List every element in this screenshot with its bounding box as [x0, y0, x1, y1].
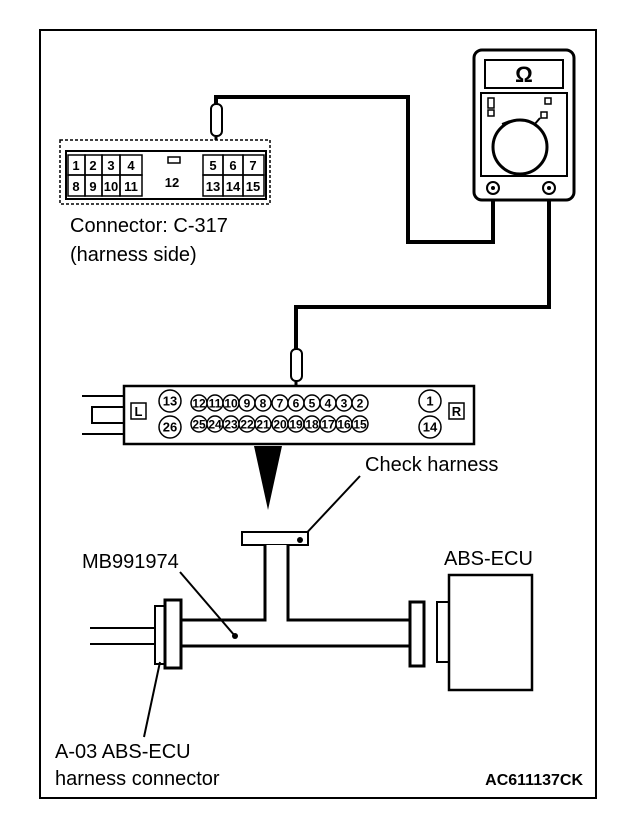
pin-label: 20: [273, 418, 287, 432]
pin-label: 5: [309, 397, 316, 411]
c317-pin-label: 5: [209, 158, 216, 173]
rotary-dial: [491, 118, 549, 176]
c317-pin-label: 14: [226, 179, 241, 194]
test-lead-2: [294, 188, 551, 350]
connector-side-label: (harness side): [70, 244, 197, 266]
left-side-tag: L: [135, 404, 143, 419]
pin-label: 8: [260, 397, 267, 411]
pin-label: 22: [240, 418, 254, 432]
pin-label: 3: [341, 397, 348, 411]
pin-label: 7: [277, 397, 284, 411]
pin-label: 19: [289, 418, 303, 432]
pin-label: 15: [353, 418, 367, 432]
check-harness-label: Check harness: [365, 454, 498, 476]
pin-cell: [158, 389, 182, 413]
connector-c317: 1 2 3 4 5 6 7 12 8 9 10 11 13 14 15: [59, 139, 271, 205]
pin-label: 16: [337, 418, 351, 432]
c317-pin-label: 6: [229, 158, 236, 173]
pin-cell: [351, 394, 369, 412]
pin-label: 21: [256, 418, 270, 432]
c317-pin-label: 10: [104, 179, 118, 194]
pin-label: 18: [305, 418, 319, 432]
pin-label: 6: [293, 397, 300, 411]
abs-ecu: [436, 573, 534, 692]
connector-label: Connector: C-317: [70, 215, 228, 237]
tool-leader: [179, 571, 236, 637]
pin-label: 11: [209, 397, 222, 411]
pin-label: 24: [208, 418, 222, 432]
diagram-frame: [39, 29, 597, 799]
c317-pin-label: 4: [127, 158, 135, 173]
ohmmeter: Ω: [472, 48, 576, 202]
ohm-symbol: Ω: [515, 62, 533, 87]
pin-label: 26: [163, 420, 177, 435]
right-side-tag: R: [452, 404, 462, 419]
connection-arrow: [254, 446, 282, 510]
c317-pin-label: 9: [89, 179, 96, 194]
pin-cell: [254, 394, 272, 412]
c317-pin-label: 8: [72, 179, 79, 194]
pin-cell: [351, 415, 369, 433]
c317-pin-label: 13: [206, 179, 220, 194]
pin-label: 13: [163, 394, 177, 409]
c317-pin-label: 1: [72, 158, 79, 173]
pin-cell: [158, 415, 182, 439]
pin-cell: [254, 415, 272, 433]
pin-label: 14: [423, 420, 438, 435]
harness-connector-label: A-03 ABS-ECU: [55, 741, 191, 763]
pin-label: 2: [357, 397, 364, 411]
figure-code: AC611137CK: [485, 772, 583, 789]
c317-pin-label: 11: [124, 179, 138, 194]
c317-pin-label: 15: [246, 179, 260, 194]
pin-label: 25: [192, 418, 206, 432]
pin-label: 23: [224, 418, 238, 432]
c317-pin-label: 7: [249, 158, 256, 173]
pin-label: 12: [192, 397, 206, 411]
harness-connector-leader: [143, 661, 161, 738]
pin-label: 10: [224, 397, 238, 411]
c317-pin-label-12: 12: [165, 175, 179, 190]
harness-connector-label-2: harness connector: [55, 768, 220, 790]
tool-label: MB991974: [82, 551, 179, 573]
pin-label: 9: [244, 397, 251, 411]
check-harness-leader: [299, 475, 361, 541]
c317-pin-label: 3: [107, 158, 114, 173]
pin-label: 1: [426, 394, 433, 409]
pin-label: 4: [325, 397, 332, 411]
pin-cell: [418, 389, 442, 413]
pin-cell: [418, 415, 442, 439]
pin-label: 17: [321, 418, 335, 432]
special-tool-mb991974: [90, 531, 426, 670]
c317-pin-label: 2: [89, 158, 96, 173]
ecu-label: ABS-ECU: [444, 548, 533, 570]
